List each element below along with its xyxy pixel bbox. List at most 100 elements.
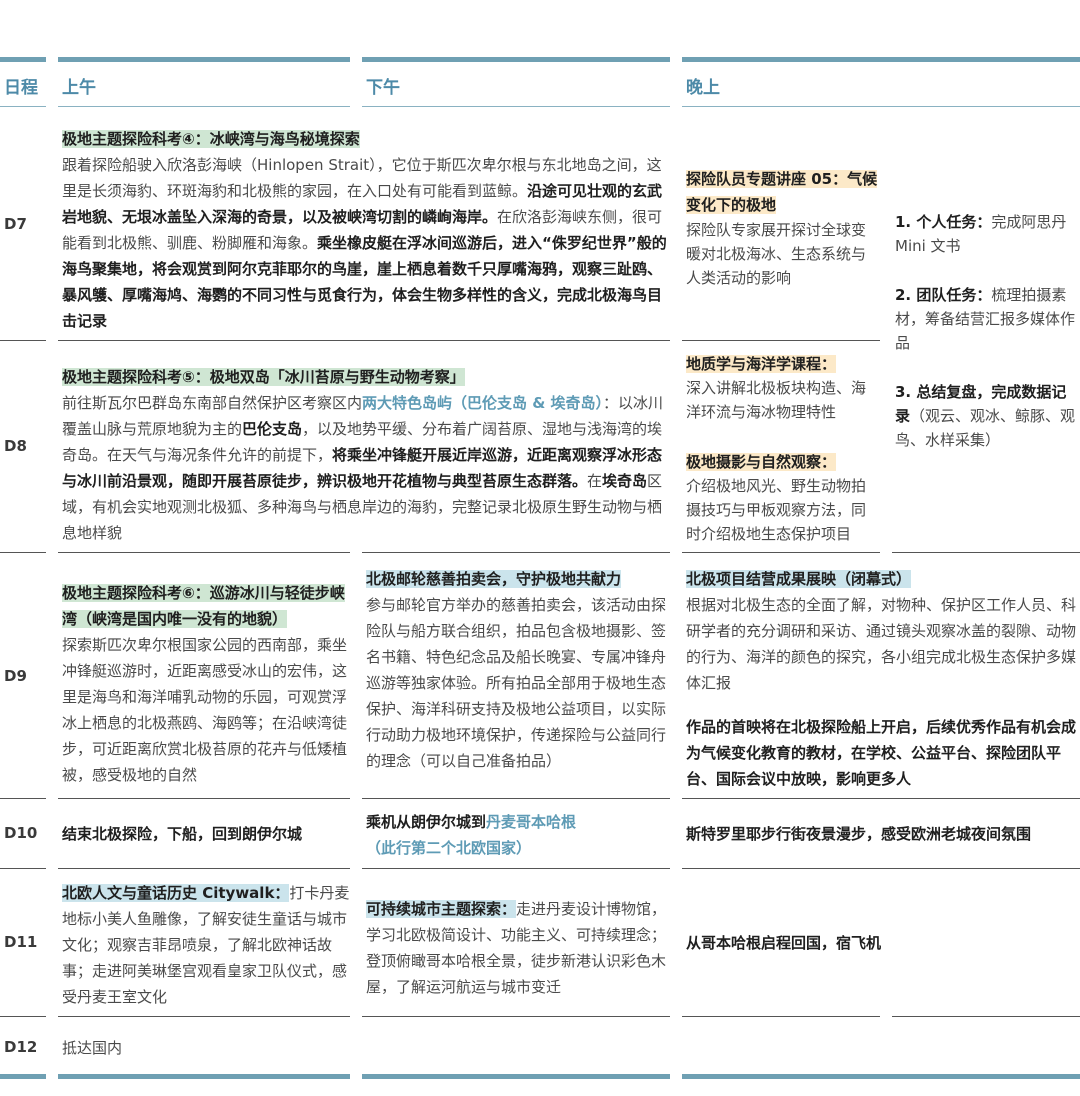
d11-morning-title: 北欧人文与童话历史 Citywalk： — [62, 884, 290, 902]
d9-evening-text: 根据对北极生态的全面了解，对物种、保护区工作人员、科研学者的充分调研和采访、通过… — [686, 596, 1077, 692]
header-top-bar — [0, 57, 46, 62]
table-bottom-bar — [682, 1074, 1080, 1079]
d8-morning: 极地主题探险科考⑤：极地双岛「冰川苔原与野生动物考察」 前往斯瓦尔巴群岛东南部自… — [62, 364, 668, 546]
d8-morning-text: 前往斯瓦尔巴群岛东南部自然保护区考察区内 — [62, 394, 363, 412]
header-underline — [58, 106, 350, 107]
d7-morning-title: 极地主题探险科考④：冰峡湾与海鸟秘境探索 — [62, 130, 360, 148]
d7-morning-bold: 沿途可见壮观的玄武岩地貌、无垠冰盖坠入深海的奇景，以及被峡湾切割的嶙峋海岸。 — [62, 182, 663, 226]
d9-morning-title: 极地主题探险科考⑥：巡游冰川与轻徒步峡湾（峡湾是国内唯一没有的地貌） — [62, 584, 345, 628]
d10-afternoon-note: （此行第二个北欧国家） — [366, 839, 532, 857]
task-3-text: （观云、观冰、鲸豚、观鸟、水样采集） — [895, 407, 1076, 449]
d8-islands-link: 两大特色岛屿（巴伦支岛 & 埃奇岛） — [362, 394, 604, 412]
row-divider — [362, 868, 670, 869]
task-1-label: 1. 个人任务： — [895, 213, 992, 231]
day-label-d11: D11 — [4, 933, 38, 951]
d9-evening: 北极项目结营成果展映（闭幕式） 根据对北极生态的全面了解，对物种、保护区工作人员… — [686, 566, 1078, 792]
d10-evening: 斯特罗里耶步行街夜景漫步，感受欧洲老城夜间氛围 — [686, 821, 1078, 847]
row-divider — [682, 798, 1080, 799]
task-1-text: 完成阿思丹 Mini 文书 — [895, 213, 1067, 255]
d8-evening-course-text: 深入讲解北极板块构造、海洋环流与海冰物理特性 — [686, 379, 867, 421]
d7-evening-title: 探险队员专题讲座 05：气候变化下的极地 — [686, 170, 878, 214]
d8-morning-bold: 将乘坐冲锋艇开展近岸巡游，近距离观察浮冰形态与冰川前沿景观，随即开展苔原徒步，辨… — [62, 446, 663, 490]
d11-morning-text: 打卡丹麦地标小美人鱼雕像，了解安徒生童话与城市文化；观察吉菲昂喷泉，了解北欧神话… — [62, 884, 350, 1006]
d8-evening-photo-text: 介绍极地风光、野生动物拍摄技巧与甲板观察方法，同时介绍极地生态保护项目 — [686, 477, 867, 543]
d7-morning-bold: 乘坐橡皮艇在浮冰间巡游后，进入“侏罗纪世界”般的海鸟聚集地，将会观赏到阿尔克菲耶… — [62, 234, 667, 330]
header-top-bar — [362, 57, 670, 62]
d7-morning-text: 跟着探险船驶入欣洛彭海峡（Hinlopen Strait），它位于斯匹次卑尔根与… — [62, 156, 662, 200]
day-label-d12: D12 — [4, 1038, 38, 1056]
d7-morning-text: 在欣洛彭海峡东侧，很可能看到北极熊、驯鹿、粉脚雁和海象。 — [62, 208, 663, 252]
task-3-label: 3. 总结复盘，完成数据记录 — [895, 383, 1067, 425]
d8-evening-course-title: 地质学与海洋学课程： — [686, 355, 837, 373]
table-bottom-bar — [362, 1074, 670, 1079]
row-divider — [362, 552, 670, 553]
d8-morning-title: 极地主题探险科考⑤：极地双岛「冰川苔原与野生动物考察」 — [62, 368, 465, 386]
row-divider — [58, 340, 670, 341]
d8-morning-bold: 巴伦支岛 — [242, 420, 303, 438]
header-day: 日程 — [4, 78, 38, 98]
row-divider — [58, 552, 350, 553]
d7-evening-text: 探险队专家展开探讨全球变暖对北极海冰、生态系统与人类活动的影响 — [686, 221, 867, 287]
row-divider — [682, 552, 880, 553]
d9-afternoon: 北极邮轮慈善拍卖会，守护极地共献力 参与邮轮官方举办的慈善拍卖会，该活动由探险队… — [366, 566, 668, 774]
d10-afternoon-text: 乘机从朗伊尔城到 — [366, 813, 487, 831]
row-divider — [0, 798, 46, 799]
copenhagen-link: 丹麦哥本哈根 — [486, 813, 577, 831]
d9-morning-text: 探索斯匹次卑尔根国家公园的西南部，乘坐冲锋艇巡游时，近距离感受冰山的宏伟，这里是… — [62, 636, 348, 784]
d9-morning: 极地主题探险科考⑥：巡游冰川与轻徒步峡湾（峡湾是国内唯一没有的地貌） 探索斯匹次… — [62, 580, 350, 788]
d8-morning-text: ，以及地势平缓、分布着广阔苔原、湿地与浅海湾的埃奇岛。在天气与海况条件允许的前提… — [62, 420, 663, 464]
task-2-text: 梳理拍摄素材，筹备结营汇报多媒体作品 — [895, 286, 1076, 352]
row-divider — [58, 798, 350, 799]
d7-morning: 极地主题探险科考④：冰峡湾与海鸟秘境探索 跟着探险船驶入欣洛彭海峡（Hinlop… — [62, 126, 668, 334]
row-divider — [362, 1016, 670, 1017]
row-divider — [0, 1016, 46, 1017]
d7-evening: 探险队员专题讲座 05：气候变化下的极地 探险队专家展开探讨全球变暖对北极海冰、… — [686, 166, 880, 290]
day-label-d10: D10 — [4, 824, 38, 842]
d11-afternoon: 可持续城市主题探索：走进丹麦设计博物馆，学习北欧极简设计、功能主义、可持续理念；… — [366, 896, 668, 1000]
header-underline — [0, 106, 46, 107]
d12-morning-text: 抵达国内 — [62, 1039, 123, 1057]
row-divider — [892, 552, 1080, 553]
d11-morning: 北欧人文与童话历史 Citywalk：打卡丹麦地标小美人鱼雕像，了解安徒生童话与… — [62, 880, 350, 1010]
row-divider — [682, 340, 880, 341]
row-divider — [58, 1016, 350, 1017]
d8-morning-bold: 埃奇岛 — [602, 472, 648, 490]
d8-evening-photo-title: 极地摄影与自然观察： — [686, 453, 837, 471]
row-divider — [892, 1016, 1080, 1017]
row-divider — [58, 868, 350, 869]
row-divider — [362, 798, 670, 799]
day-label-d9: D9 — [4, 667, 27, 685]
tasks-panel: 1. 个人任务：完成阿思丹 Mini 文书 2. 团队任务：梳理拍摄素材，筹备结… — [895, 210, 1078, 452]
row-divider — [0, 868, 46, 869]
d8-morning-text: 区域，有机会实地观测北极狐、多种海鸟与栖息岸边的海豹，完整记录北极原生野生动物与… — [62, 472, 663, 542]
task-2-label: 2. 团队任务： — [895, 286, 992, 304]
d10-evening-text: 斯特罗里耶步行街夜景漫步，感受欧洲老城夜间氛围 — [686, 825, 1032, 843]
table-bottom-bar — [58, 1074, 350, 1079]
d11-evening: 从哥本哈根启程回国，宿飞机 — [686, 930, 1078, 956]
row-divider — [0, 340, 46, 341]
row-divider — [682, 868, 1080, 869]
header-underline — [362, 106, 670, 107]
d9-afternoon-title: 北极邮轮慈善拍卖会，守护极地共献力 — [366, 570, 622, 588]
d10-morning: 结束北极探险，下船，回到朗伊尔城 — [62, 821, 350, 847]
header-afternoon: 下午 — [366, 78, 400, 98]
d9-evening-title: 北极项目结营成果展映（闭幕式） — [686, 570, 912, 588]
d11-afternoon-text: 走进丹麦设计博物馆，学习北欧极简设计、功能主义、可持续理念；登顶俯瞰哥本哈根全景… — [366, 900, 667, 996]
table-bottom-bar — [0, 1074, 46, 1079]
d9-afternoon-text: 参与邮轮官方举办的慈善拍卖会，该活动由探险队与船方联合组织，拍品包含极地摄影、签… — [366, 596, 667, 770]
header-top-bar — [682, 57, 1080, 62]
d12-morning: 抵达国内 — [62, 1035, 350, 1061]
header-morning: 上午 — [62, 78, 96, 98]
d8-morning-text: 在 — [587, 472, 603, 490]
header-top-bar — [58, 57, 350, 62]
d9-evening-bold: 作品的首映将在北极探险船上开启，后续优秀作品有机会成为气候变化教育的教材，在学校… — [686, 718, 1077, 788]
d8-morning-text: ：以冰川覆盖山脉与荒原地貌为主的 — [62, 394, 664, 438]
d11-afternoon-title: 可持续城市主题探索： — [366, 900, 517, 918]
header-underline — [682, 106, 1080, 107]
day-label-d8: D8 — [4, 437, 27, 455]
row-divider — [0, 552, 46, 553]
row-divider — [682, 1016, 880, 1017]
day-label-d7: D7 — [4, 215, 27, 233]
d10-afternoon: 乘机从朗伊尔城到丹麦哥本哈根 （此行第二个北欧国家） — [366, 809, 668, 861]
d10-morning-text: 结束北极探险，下船，回到朗伊尔城 — [62, 825, 303, 843]
